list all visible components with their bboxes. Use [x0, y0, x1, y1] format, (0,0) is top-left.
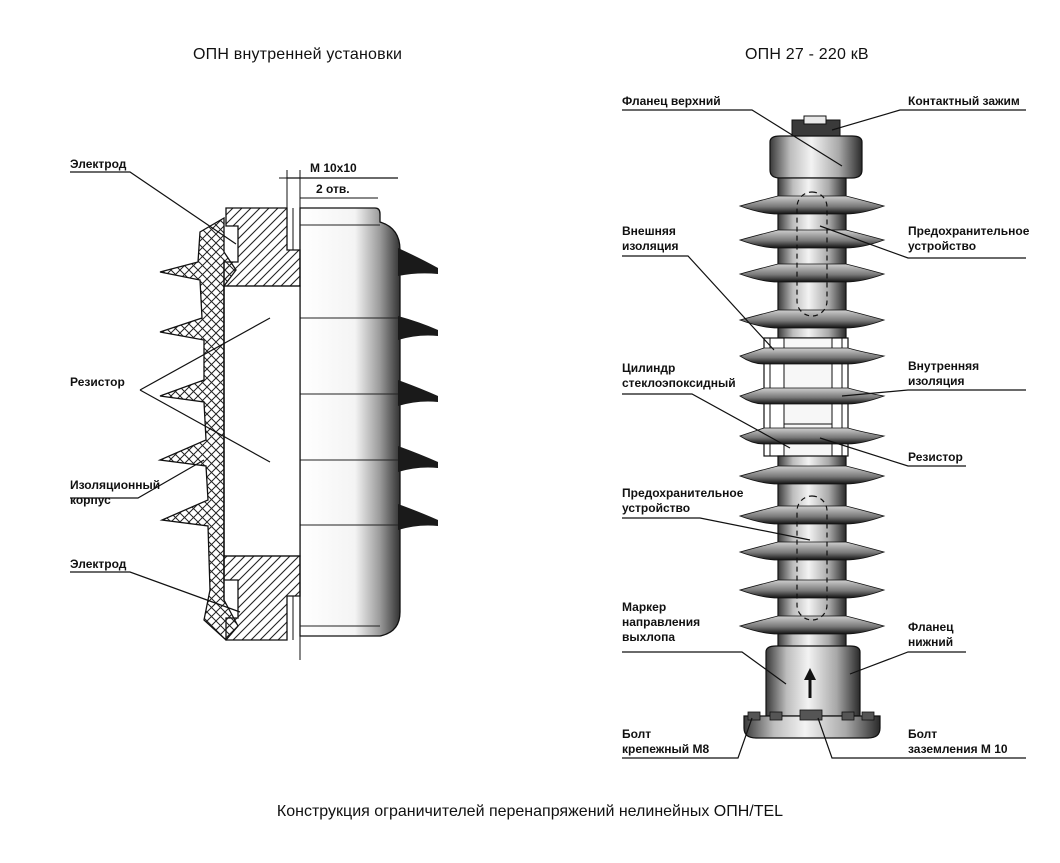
indoor-arrester [70, 170, 438, 660]
label-top-flange: Фланец верхний [622, 94, 721, 108]
label-external-insulation: Внешняя изоляция [622, 224, 678, 254]
label-bottom-flange-line1: Фланец [908, 620, 954, 634]
label-internal-insulation: Внутренняя изоляция [908, 359, 979, 389]
label-cylinder-line2: стеклоэпоксидный [622, 376, 736, 390]
label-resistor-left: Резистор [70, 375, 125, 389]
label-cylinder: Цилиндр стеклоэпоксидный [622, 361, 736, 391]
label-bottom-flange: Фланец нижний [908, 620, 954, 650]
label-electrode-top: Электрод [70, 157, 127, 171]
label-resistor-right: Резистор [908, 450, 963, 464]
label-safety-device-bottom-line1: Предохранительное [622, 486, 744, 500]
label-contact-clamp: Контактный зажим [908, 94, 1020, 108]
label-thread-size: М 10х10 [310, 161, 357, 175]
label-internal-insulation-line2: изоляция [908, 374, 965, 388]
label-exhaust-marker: Маркер направления выхлопа [622, 600, 700, 645]
left-title: ОПН внутренней установки [193, 46, 403, 63]
label-safety-device-top-line1: Предохранительное [908, 224, 1030, 238]
label-grounding-bolt-line1: Болт [908, 727, 938, 741]
label-insulation-body: Изоляционный корпус [70, 478, 160, 508]
label-safety-device-top: Предохранительное устройство [908, 224, 1029, 254]
right-title: ОПН 27 - 220 кВ [745, 46, 869, 63]
label-insulation-body-line2: корпус [70, 493, 111, 507]
label-insulation-body-line1: Изоляционный [70, 478, 161, 492]
label-exhaust-marker-line1: Маркер [622, 600, 667, 614]
label-cylinder-line1: Цилиндр [622, 361, 676, 375]
label-holes: 2 отв. [316, 182, 350, 196]
label-external-insulation-line2: изоляция [622, 239, 679, 253]
label-safety-device-bottom-line2: устройство [622, 501, 691, 515]
figure-caption: Конструкция ограничителей перенапряжений… [276, 803, 784, 820]
label-mounting-bolt-line1: Болт [622, 727, 652, 741]
label-safety-device-bottom: Предохранительное устройство [622, 486, 743, 516]
label-electrode-bottom: Электрод [70, 557, 127, 571]
label-mounting-bolt: Болт крепежный М8 [622, 727, 709, 757]
label-grounding-bolt-line2: заземления М 10 [908, 742, 1008, 756]
label-mounting-bolt-line2: крепежный М8 [622, 742, 710, 756]
label-grounding-bolt: Болт заземления М 10 [908, 727, 1008, 757]
label-exhaust-marker-line3: выхлопа [622, 630, 676, 644]
label-safety-device-top-line2: устройство [908, 239, 977, 253]
arrester-27-220kv [622, 109, 1026, 759]
label-external-insulation-line1: Внешняя [622, 224, 676, 238]
label-exhaust-marker-line2: направления [622, 615, 701, 629]
label-internal-insulation-line1: Внутренняя [908, 359, 980, 373]
label-bottom-flange-line2: нижний [908, 635, 954, 649]
